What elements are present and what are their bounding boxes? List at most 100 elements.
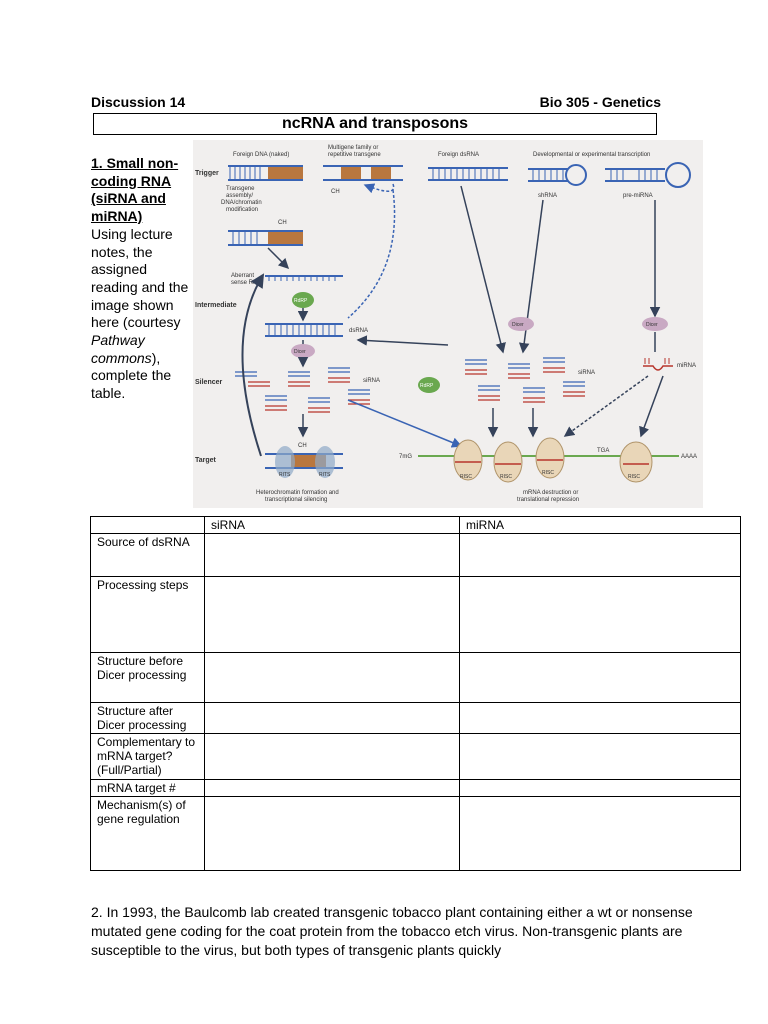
label-risc-4: RISC [628, 474, 640, 480]
sirna-cell[interactable] [204, 652, 460, 703]
label-mrna-1: mRNA destruction or [523, 490, 578, 496]
pre-mirna-icon [605, 162, 691, 188]
table-header-blank [90, 516, 205, 534]
label-multigene-2: repetitive transgene [328, 152, 381, 158]
label-sirna-left: siRNA [363, 378, 380, 384]
label-ch3-a: CH [278, 220, 287, 226]
table-header-mirna: miRNA [459, 516, 741, 534]
row-label: Structure before Dicer processing [90, 652, 205, 703]
mirna-cell[interactable] [459, 652, 741, 703]
label-transgene-1: Transgene [226, 186, 255, 192]
label-dicer-left: Dicer [294, 349, 306, 355]
row-label: mRNA target # [90, 779, 205, 797]
sirna-cell[interactable] [204, 533, 460, 577]
mirna-icon [643, 358, 673, 371]
label-hetero-1: Heterochromatin formation and [256, 490, 339, 496]
label-developmental: Developmental or experimental transcript… [533, 152, 650, 158]
mirna-cell[interactable] [459, 576, 741, 653]
label-aberrant-1: Aberrant [231, 273, 254, 279]
label-multigene-1: Multigene family or [328, 145, 378, 151]
label-pre-mirna: pre-miRNA [623, 193, 653, 199]
shrna-icon [528, 164, 587, 186]
label-mrna-2: translational repression [517, 497, 579, 503]
mirna-cell[interactable] [459, 796, 741, 871]
label-transgene-2: assembly/ [226, 193, 253, 199]
table-header-sirna: siRNA [204, 516, 460, 534]
methylated-dna-icon [228, 230, 303, 246]
label-ch3-c: CH [298, 443, 307, 449]
label-aaaa: AAAA [681, 454, 697, 460]
label-rits-a: RITS [279, 472, 291, 478]
row-label-target: Target [195, 457, 217, 464]
table-row: Structure after Dicer processing [90, 702, 741, 734]
mirna-cell[interactable] [459, 533, 741, 577]
mirna-cell[interactable] [459, 733, 741, 780]
rdrp-enzyme-middle [418, 377, 440, 393]
row-label-trigger: Trigger [195, 170, 219, 177]
question-1-body: Using lecture notes, the assigned readin… [91, 226, 191, 403]
table-row: Source of dsRNA [90, 533, 741, 577]
table-row: Processing steps [90, 576, 741, 653]
question-1-body-end: ), complete the table. [91, 349, 172, 402]
table-row: mRNA target # [90, 779, 741, 797]
table-row: Structure before Dicer processing [90, 652, 741, 703]
sirna-cell[interactable] [204, 779, 460, 797]
row-label: Source of dsRNA [90, 533, 205, 577]
label-risc-2: RISC [500, 474, 512, 480]
label-7mg: 7mG [399, 454, 412, 460]
table-row: Complementary to mRNA target? (Full/Part… [90, 733, 741, 780]
question-1: 1. Small non-coding RNA (siRNA and miRNA… [91, 155, 191, 403]
question-1-heading: 1. Small non-coding RNA (siRNA and miRNA… [91, 155, 179, 225]
sirna-cell[interactable] [204, 733, 460, 780]
row-label-silencer: Silencer [195, 379, 223, 386]
table-row: Mechanism(s) of gene regulation [90, 796, 741, 871]
feedback-arrow [241, 273, 265, 457]
dashed-arrow-top [363, 183, 395, 194]
label-risc-1: RISC [460, 474, 472, 480]
risc-complexes [453, 437, 653, 483]
label-shrna: shRNA [538, 193, 557, 199]
dicer-middle [508, 317, 534, 331]
sirna-cell[interactable] [204, 702, 460, 734]
label-sirna-right: siRNA [578, 370, 595, 376]
label-ch3-b: CH [331, 189, 340, 195]
label-dicer-middle: Dicer [512, 322, 524, 328]
row-label-intermediate: Intermediate [195, 302, 237, 309]
label-rdrp-b: RdRP [420, 383, 434, 389]
dicer-left [291, 344, 315, 358]
label-rits-b: RITS [319, 472, 331, 478]
label-dicer-right: Dicer [646, 322, 658, 328]
sirna-mirna-table: siRNA miRNA Source of dsRNA Processing s… [90, 516, 741, 871]
question-2: 2. In 1993, the Baulcomb lab created tra… [91, 904, 693, 958]
row-label: Mechanism(s) of gene regulation [90, 796, 205, 871]
dicer-right [642, 317, 668, 331]
rdrp-enzyme [292, 292, 314, 308]
label-risc-3: RISC [542, 470, 554, 476]
row-label: Structure after Dicer processing [90, 702, 205, 734]
label-mirna: miRNA [677, 363, 696, 369]
sirna-duplexes-left [235, 367, 370, 413]
label-tga: TGA [597, 448, 609, 454]
row-label: Complementary to mRNA target? (Full/Part… [90, 733, 205, 780]
sirna-duplexes-right [465, 357, 585, 403]
dashed-arrow-mirna [563, 375, 649, 437]
label-rdrp-a: RdRP [294, 298, 308, 304]
label-foreign-dsrna: Foreign dsRNA [438, 152, 479, 158]
sirna-cell[interactable] [204, 796, 460, 871]
dashed-arrow-up [347, 189, 396, 319]
label-dsrna: dsRNA [349, 328, 368, 334]
label-aberrant-2: sense RNA [231, 280, 261, 286]
label-transgene-4: modification [226, 207, 258, 213]
label-foreign-dna: Foreign DNA (naked) [233, 152, 289, 158]
page-title: ncRNA and transposons [93, 113, 657, 135]
discussion-label: Discussion 14 [91, 94, 186, 110]
foreign-dna-icon [228, 165, 303, 181]
aberrant-rna-icon [265, 275, 343, 281]
question-1-body-start: Using lecture notes, the assigned readin… [91, 225, 189, 331]
label-hetero-2: transcriptional silencing [265, 497, 327, 503]
sirna-cell[interactable] [204, 576, 460, 653]
multigene-dna-icon [323, 165, 403, 181]
mirna-cell[interactable] [459, 702, 741, 734]
row-label: Processing steps [90, 576, 205, 653]
mirna-cell[interactable] [459, 779, 741, 797]
